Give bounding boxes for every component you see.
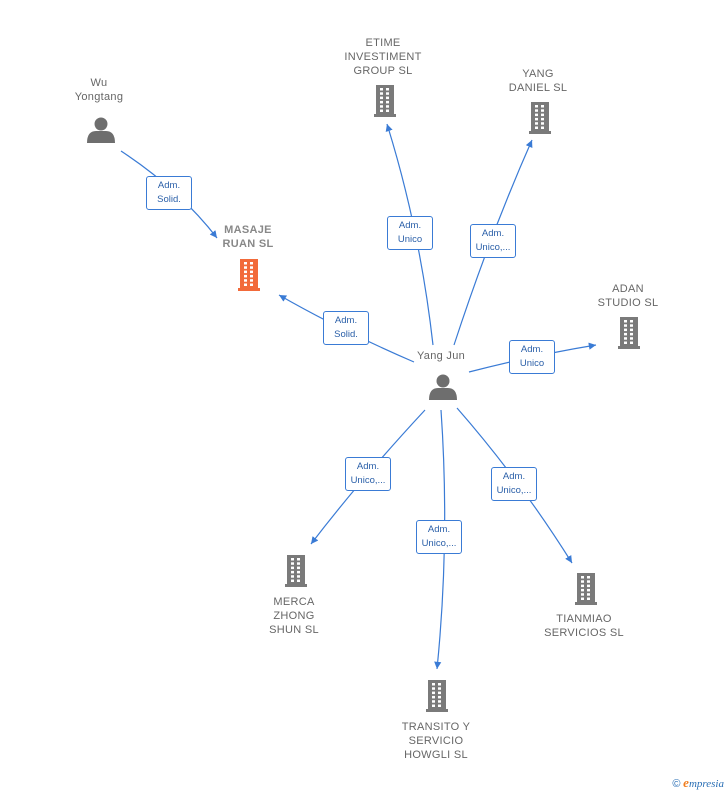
brand-footer: © empresia [672,775,724,791]
person-icon-yangjun[interactable] [429,374,457,401]
node-label-yangjun[interactable]: Yang Jun [416,350,466,362]
edge-label-yangjun-etime[interactable]: Adm. Unico [387,216,433,250]
node-label-etime[interactable]: ETIME INVESTIMENT GROUP SL [344,37,422,77]
node-label-tianmiao[interactable]: TIANMIAO SERVICIOS SL [544,613,624,639]
edge-label-yangjun-merca[interactable]: Adm. Unico,... [345,457,391,491]
node-label-yangd[interactable]: YANG DANIEL SL [508,68,568,94]
edge-label-yangjun-yangd[interactable]: Adm. Unico,... [470,224,516,258]
building-icon-yangd[interactable] [529,102,551,134]
node-label-wu[interactable]: Wu Yongtang [74,77,124,103]
node-label-masaje[interactable]: MASAJE RUAN SL [222,224,274,250]
edge-label-yangjun-adan[interactable]: Adm. Unico [509,340,555,374]
building-icon-transito[interactable] [426,680,448,712]
edge-label-yangjun-tianmiao[interactable]: Adm. Unico,... [491,467,537,501]
node-label-adan[interactable]: ADAN STUDIO SL [597,283,659,309]
person-icon-wu[interactable] [87,117,115,144]
building-icon-merca[interactable] [285,555,307,587]
brand-e-logo: e [683,775,689,790]
copyright-symbol: © [672,778,681,790]
edge-label-yangjun-masaje[interactable]: Adm. Solid. [323,311,369,345]
building-icon-tianmiao[interactable] [575,573,597,605]
edge-label-wu-masaje[interactable]: Adm. Solid. [146,176,192,210]
brand-name: mpresia [688,778,724,790]
node-label-transito[interactable]: TRANSITO Y SERVICIO HOWGLI SL [401,721,471,761]
node-label-merca[interactable]: MERCA ZHONG SHUN SL [269,596,319,636]
edge-label-yangjun-transito[interactable]: Adm. Unico,... [416,520,462,554]
building-icon-etime[interactable] [374,85,396,117]
building-icon-masaje[interactable] [238,259,260,291]
building-icon-adan[interactable] [618,317,640,349]
